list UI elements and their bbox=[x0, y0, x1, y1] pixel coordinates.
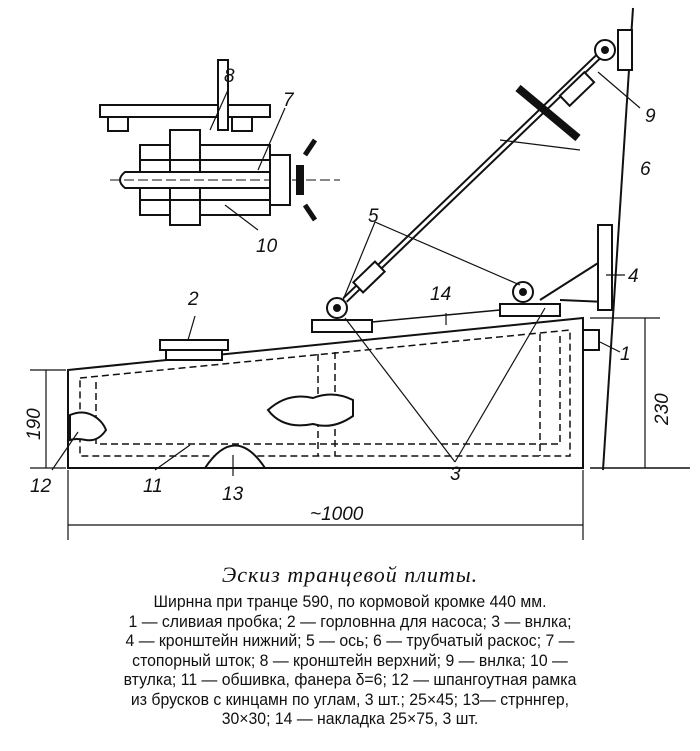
label-9: 9 bbox=[645, 106, 656, 127]
label-11: 11 bbox=[143, 476, 163, 497]
lower-bracket bbox=[539, 256, 607, 304]
label-3: 3 bbox=[450, 464, 461, 485]
stringer-13 bbox=[203, 444, 267, 469]
plate-body bbox=[67, 316, 584, 469]
dimension-length: ~1000 bbox=[310, 504, 364, 525]
cutout-sheathing bbox=[266, 393, 354, 427]
pad-14 bbox=[311, 319, 373, 333]
caption-line: 1 — сливиая пробка; 2 — горловнна для на… bbox=[128, 611, 572, 631]
caption-line: из брусков с кинцамн по углам, 3 шт.; 25… bbox=[130, 689, 570, 709]
inner-frame bbox=[79, 329, 571, 457]
label-7: 7 bbox=[283, 90, 295, 111]
caption-line: стопорный шток; 8 — кронштейн верхний; 9… bbox=[132, 650, 568, 670]
caption-line: 4 — кронштейн нижний; 5 — ось; 6 — трубч… bbox=[125, 631, 575, 650]
cutout-frame bbox=[69, 411, 108, 442]
caption-line: втулка; 11 — обшивка, фанера δ=6; 12 — ш… bbox=[123, 670, 577, 689]
transom-line bbox=[602, 7, 634, 471]
label-2: 2 bbox=[187, 289, 199, 310]
pump-neck bbox=[159, 339, 229, 351]
label-14: 14 bbox=[430, 284, 451, 305]
label-12: 12 bbox=[30, 476, 52, 497]
caption-title: Эскиз транцевой плиты. bbox=[221, 562, 479, 587]
dimension-height-right: 230 bbox=[652, 393, 673, 426]
label-1: 1 bbox=[620, 344, 631, 365]
transom-plate-sketch: 8 7 10 2 5 14 6 9 4 1 12 11 13 3 ~1000 1… bbox=[24, 7, 690, 540]
label-13: 13 bbox=[222, 484, 244, 505]
figure-caption: Эскиз транцевой плиты. Ширнна при транце… bbox=[0, 562, 700, 729]
handwheel bbox=[515, 84, 581, 142]
caption-line: 30×30; 14 — накладка 25×75, 3 шт. bbox=[221, 709, 479, 728]
caption-line: Ширнна при транце 590, по кормовой кромк… bbox=[153, 592, 547, 611]
dimension-height-left: 190 bbox=[24, 408, 45, 440]
label-10: 10 bbox=[256, 236, 278, 257]
label-4: 4 bbox=[628, 266, 639, 287]
label-8: 8 bbox=[224, 66, 235, 87]
drain-plug bbox=[582, 329, 600, 351]
label-5: 5 bbox=[368, 206, 379, 227]
label-6: 6 bbox=[640, 159, 651, 180]
inset-stop-rod-detail bbox=[99, 59, 340, 231]
